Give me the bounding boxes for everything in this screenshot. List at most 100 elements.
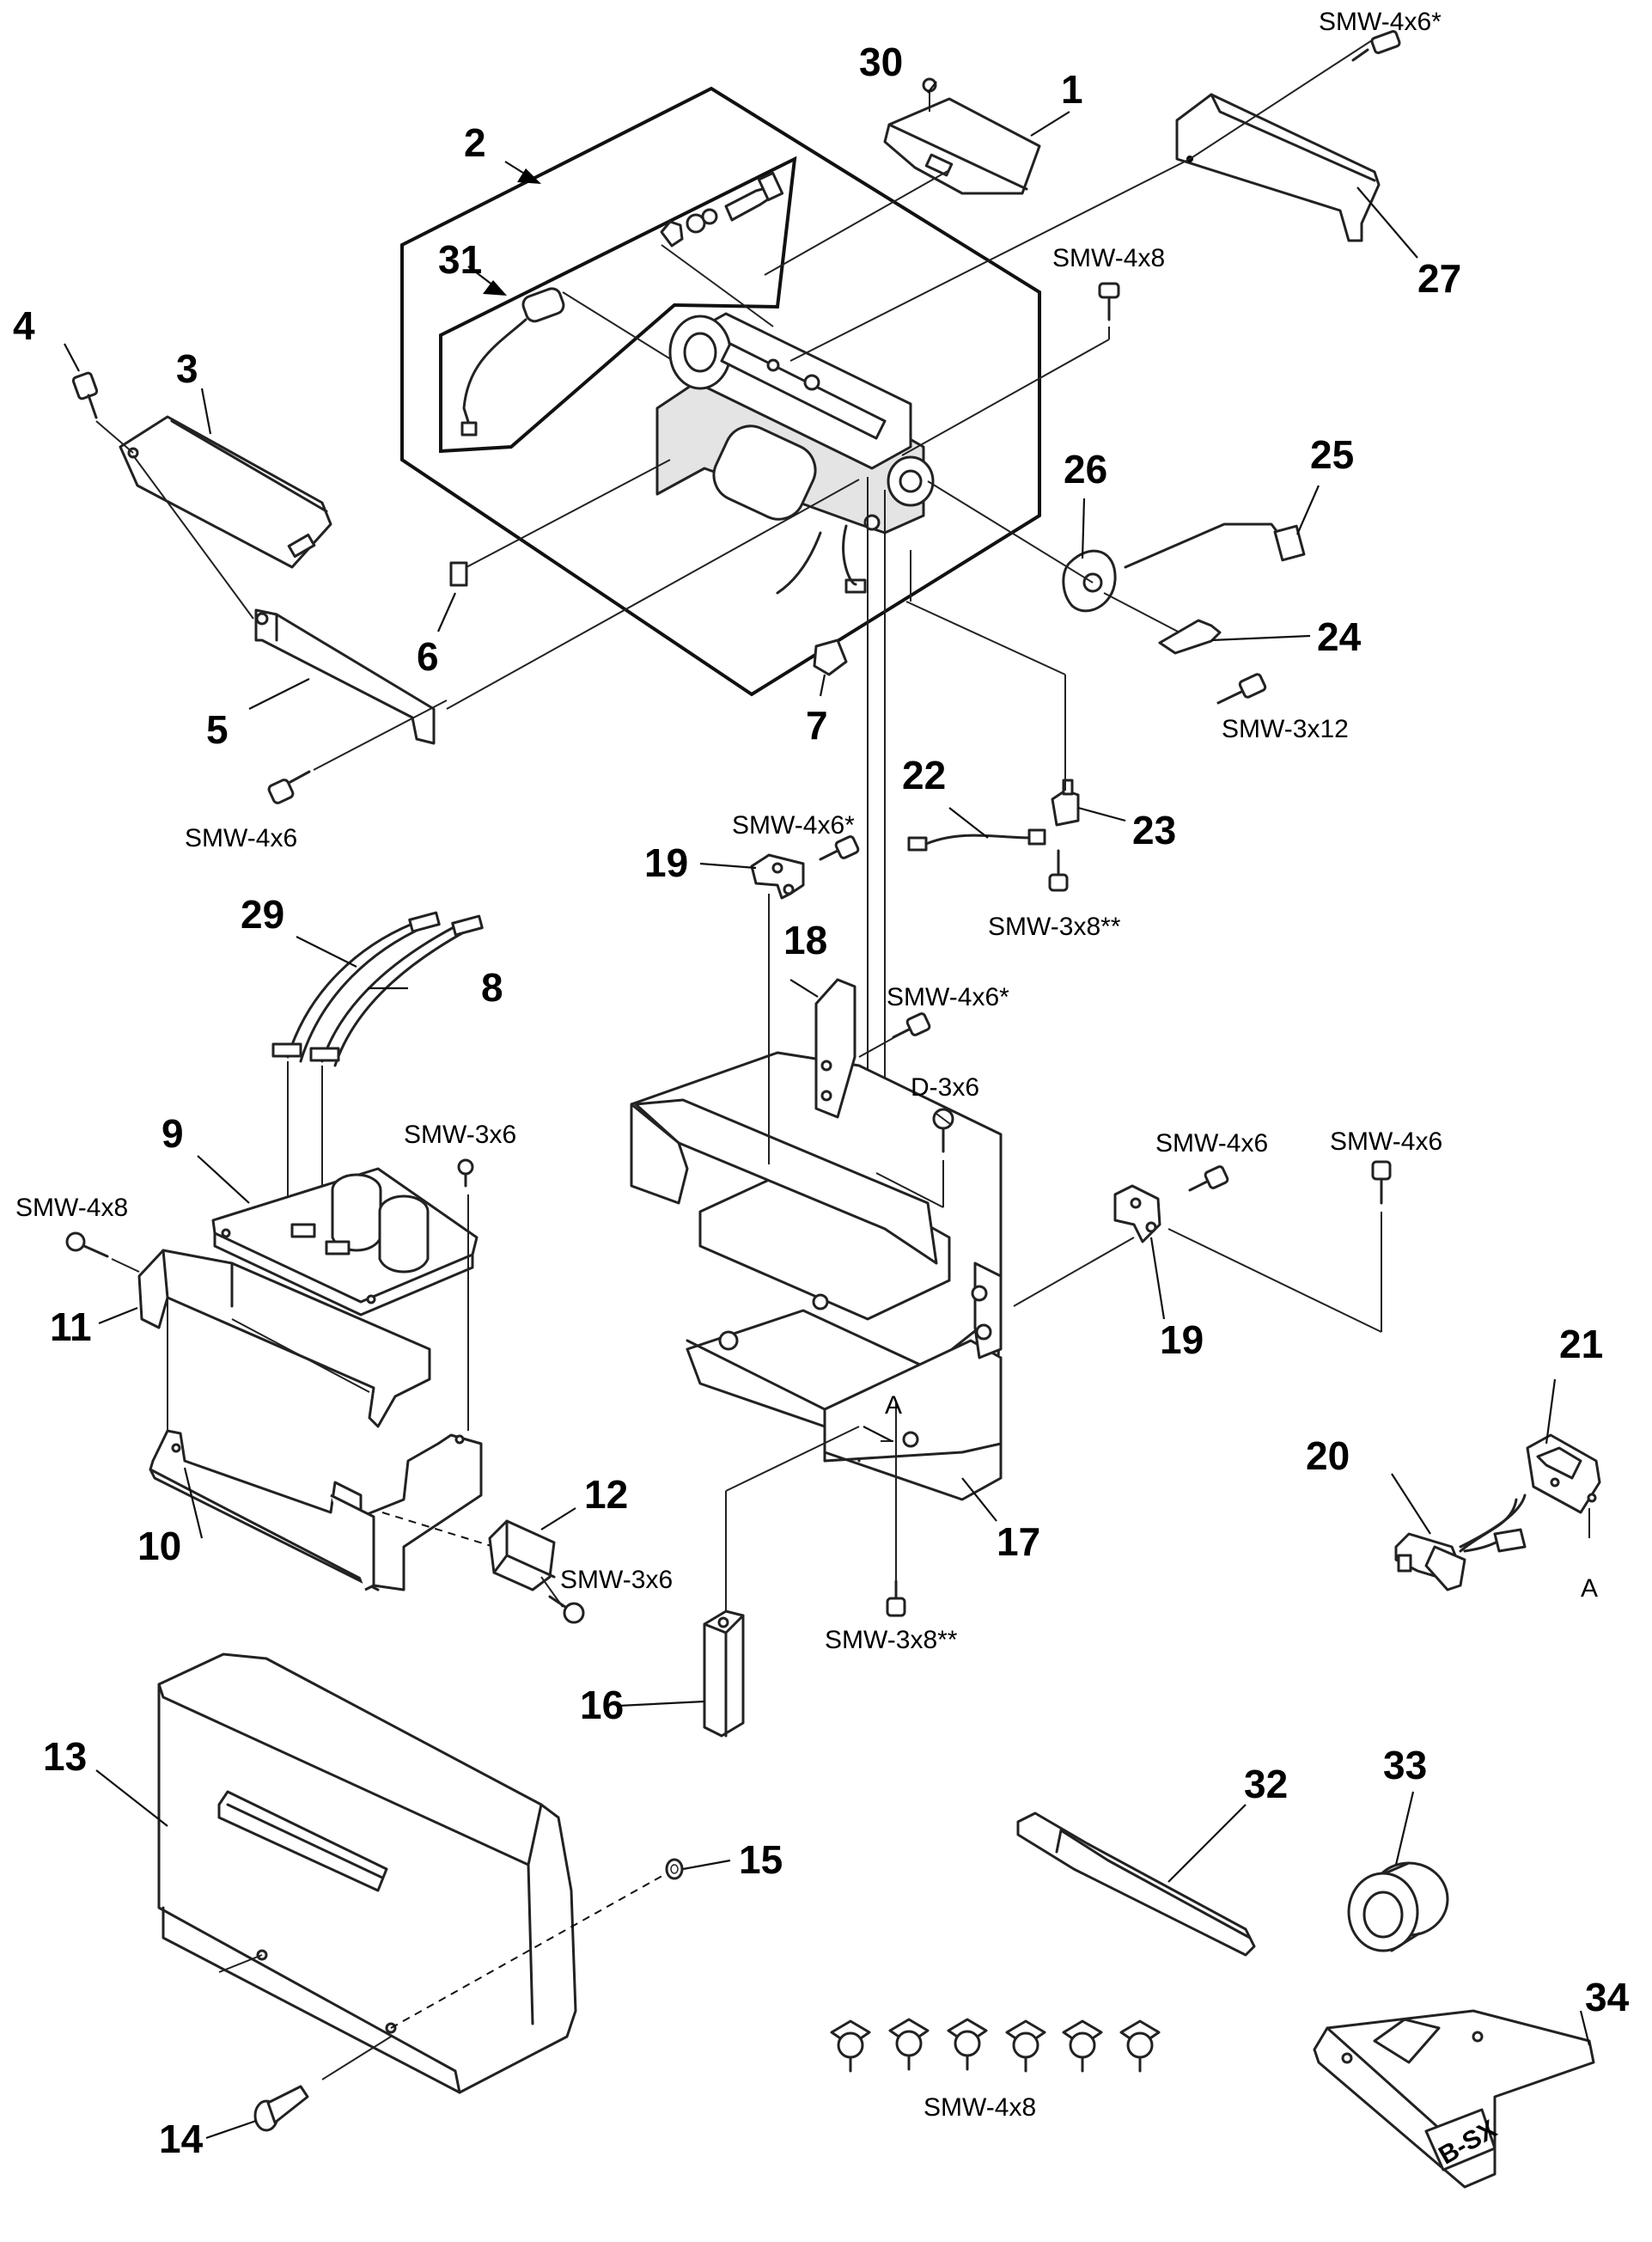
callout-22: 22 <box>902 753 946 797</box>
callout-30: 30 <box>859 40 903 84</box>
reference-labels: A A <box>885 1391 1598 1603</box>
loose-screw-3 <box>947 2018 988 2071</box>
screw-head-upper <box>901 282 1120 456</box>
callout-26: 26 <box>1064 447 1107 492</box>
callout-25: 25 <box>1310 432 1354 477</box>
screw-frame-11 <box>65 1231 140 1273</box>
part-31-arrow <box>467 266 507 296</box>
screw-top-right <box>1351 30 1401 62</box>
part-15-washer <box>665 1858 684 1880</box>
loose-screws <box>830 2018 1161 2073</box>
part-33-roller <box>1347 1861 1449 1952</box>
part-5-bracket <box>254 479 860 745</box>
callout-1: 1 <box>1061 67 1083 112</box>
part-4-screw <box>71 371 99 419</box>
label-screw-disk: SMW-3x12 <box>1222 715 1349 743</box>
loose-screw-5 <box>1062 2019 1103 2073</box>
callout-15: 15 <box>739 1837 783 1882</box>
callout-24: 24 <box>1317 614 1362 659</box>
callout-16: 16 <box>580 1683 624 1727</box>
label-screw-bracket19: SMW-4x6* <box>732 811 855 840</box>
part-19-bracket-upper <box>750 853 805 1164</box>
loose-screw-2 <box>888 2018 930 2071</box>
callout-31: 31 <box>438 237 482 282</box>
head-pin-hardware <box>660 171 784 327</box>
label-screw-loose: SMW-4x8 <box>924 2093 1036 2122</box>
label-screw-head-upper: SMW-4x8 <box>1052 244 1165 272</box>
callout-8: 8 <box>481 965 503 1010</box>
ref-a-switch: A <box>1581 1574 1598 1603</box>
part-26-disk <box>927 480 1204 645</box>
callout-23: 23 <box>1132 808 1176 852</box>
part-34-guide: B-SX <box>1313 2009 1595 2189</box>
part-16-standoff <box>703 1426 860 1738</box>
leader-lines <box>64 81 1591 2140</box>
part-23-sensor <box>905 601 1080 827</box>
part-18-bracket <box>814 978 899 1119</box>
label-screw-left-bracket: SMW-4x6 <box>185 824 297 852</box>
label-screw-sensor23: SMW-3x8** <box>988 913 1121 941</box>
part-13-cover <box>157 1652 675 2094</box>
screw-bracket-18 <box>892 1012 931 1039</box>
callout-20: 20 <box>1306 1433 1350 1478</box>
part-21-plate <box>1526 1433 1601 1538</box>
print-head-mechanism <box>655 312 935 595</box>
loose-screw-1 <box>830 2019 871 2073</box>
ref-a-frame: A <box>885 1391 902 1420</box>
part-3-cover <box>95 415 332 620</box>
label-screw-top-right: SMW-4x6* <box>1319 8 1442 36</box>
callout-34: 34 <box>1585 1975 1630 2019</box>
screw-left-bracket <box>267 699 448 804</box>
label-screw-frame11: SMW-4x8 <box>15 1194 128 1222</box>
part-25-cable <box>1124 522 1306 569</box>
loose-screw-6 <box>1119 2019 1161 2073</box>
part-9-board <box>211 1158 479 1316</box>
callout-29: 29 <box>241 892 284 937</box>
callout-21: 21 <box>1559 1322 1603 1366</box>
screw-bracket-19-upper <box>819 835 860 861</box>
part-22-cable <box>907 828 1046 852</box>
part-10-base <box>149 1429 495 1591</box>
part-17-base-frame <box>630 1051 1135 1501</box>
callout-13: 13 <box>43 1734 87 1779</box>
callout-5: 5 <box>206 707 229 752</box>
part-20-switch <box>1394 1494 1527 1591</box>
callout-17: 17 <box>997 1519 1040 1564</box>
screw-frame-d <box>875 1108 954 1208</box>
callout-numbers: 1 2 3 4 5 6 7 8 9 10 11 12 13 14 15 16 1… <box>13 40 1630 2161</box>
label-screw-bracket18: SMW-4x6* <box>887 983 1009 1011</box>
label-screw-bracket12: SMW-3x6 <box>560 1566 673 1594</box>
label-screw-frame-d: D-3x6 <box>911 1073 979 1102</box>
screw-labels: SMW-4x6* SMW-4x8 SMW-4x6 SMW-3x12 SMW-4x… <box>15 8 1442 2122</box>
callout-4: 4 <box>13 303 35 348</box>
callout-19b: 19 <box>1160 1317 1204 1362</box>
screw-sensor-23 <box>1048 849 1069 892</box>
callout-7: 7 <box>806 703 828 748</box>
part-11-chassis <box>137 1194 469 1435</box>
callout-14: 14 <box>159 2117 204 2161</box>
loose-screw-4 <box>1005 2019 1046 2073</box>
part-31-cable <box>460 287 688 437</box>
label-screw-right-far: SMW-4x6 <box>1330 1127 1442 1156</box>
callout-18: 18 <box>783 918 827 962</box>
callout-3: 3 <box>176 346 198 391</box>
part-7-knob <box>813 638 848 676</box>
label-screw-base17: SMW-3x8** <box>825 1626 958 1654</box>
callout-9: 9 <box>162 1111 184 1156</box>
part-1-head-cover <box>764 77 1041 276</box>
part-6-clip <box>449 459 671 587</box>
callout-6: 6 <box>417 634 439 679</box>
part-19-bracket-right <box>1113 1184 1161 1243</box>
part-2-arrow <box>504 161 541 184</box>
part-14-screw <box>253 2085 309 2132</box>
head-assembly-outline <box>400 86 1041 697</box>
callout-33: 33 <box>1383 1743 1427 1787</box>
callout-11: 11 <box>50 1304 92 1349</box>
callout-12: 12 <box>584 1472 628 1517</box>
callout-27: 27 <box>1417 256 1461 301</box>
screw-right-far <box>1167 1160 1392 1333</box>
part-32-tool <box>1016 1811 1256 1957</box>
label-screw-board9: SMW-3x6 <box>404 1121 516 1149</box>
part-12-bracket <box>488 1519 564 1608</box>
